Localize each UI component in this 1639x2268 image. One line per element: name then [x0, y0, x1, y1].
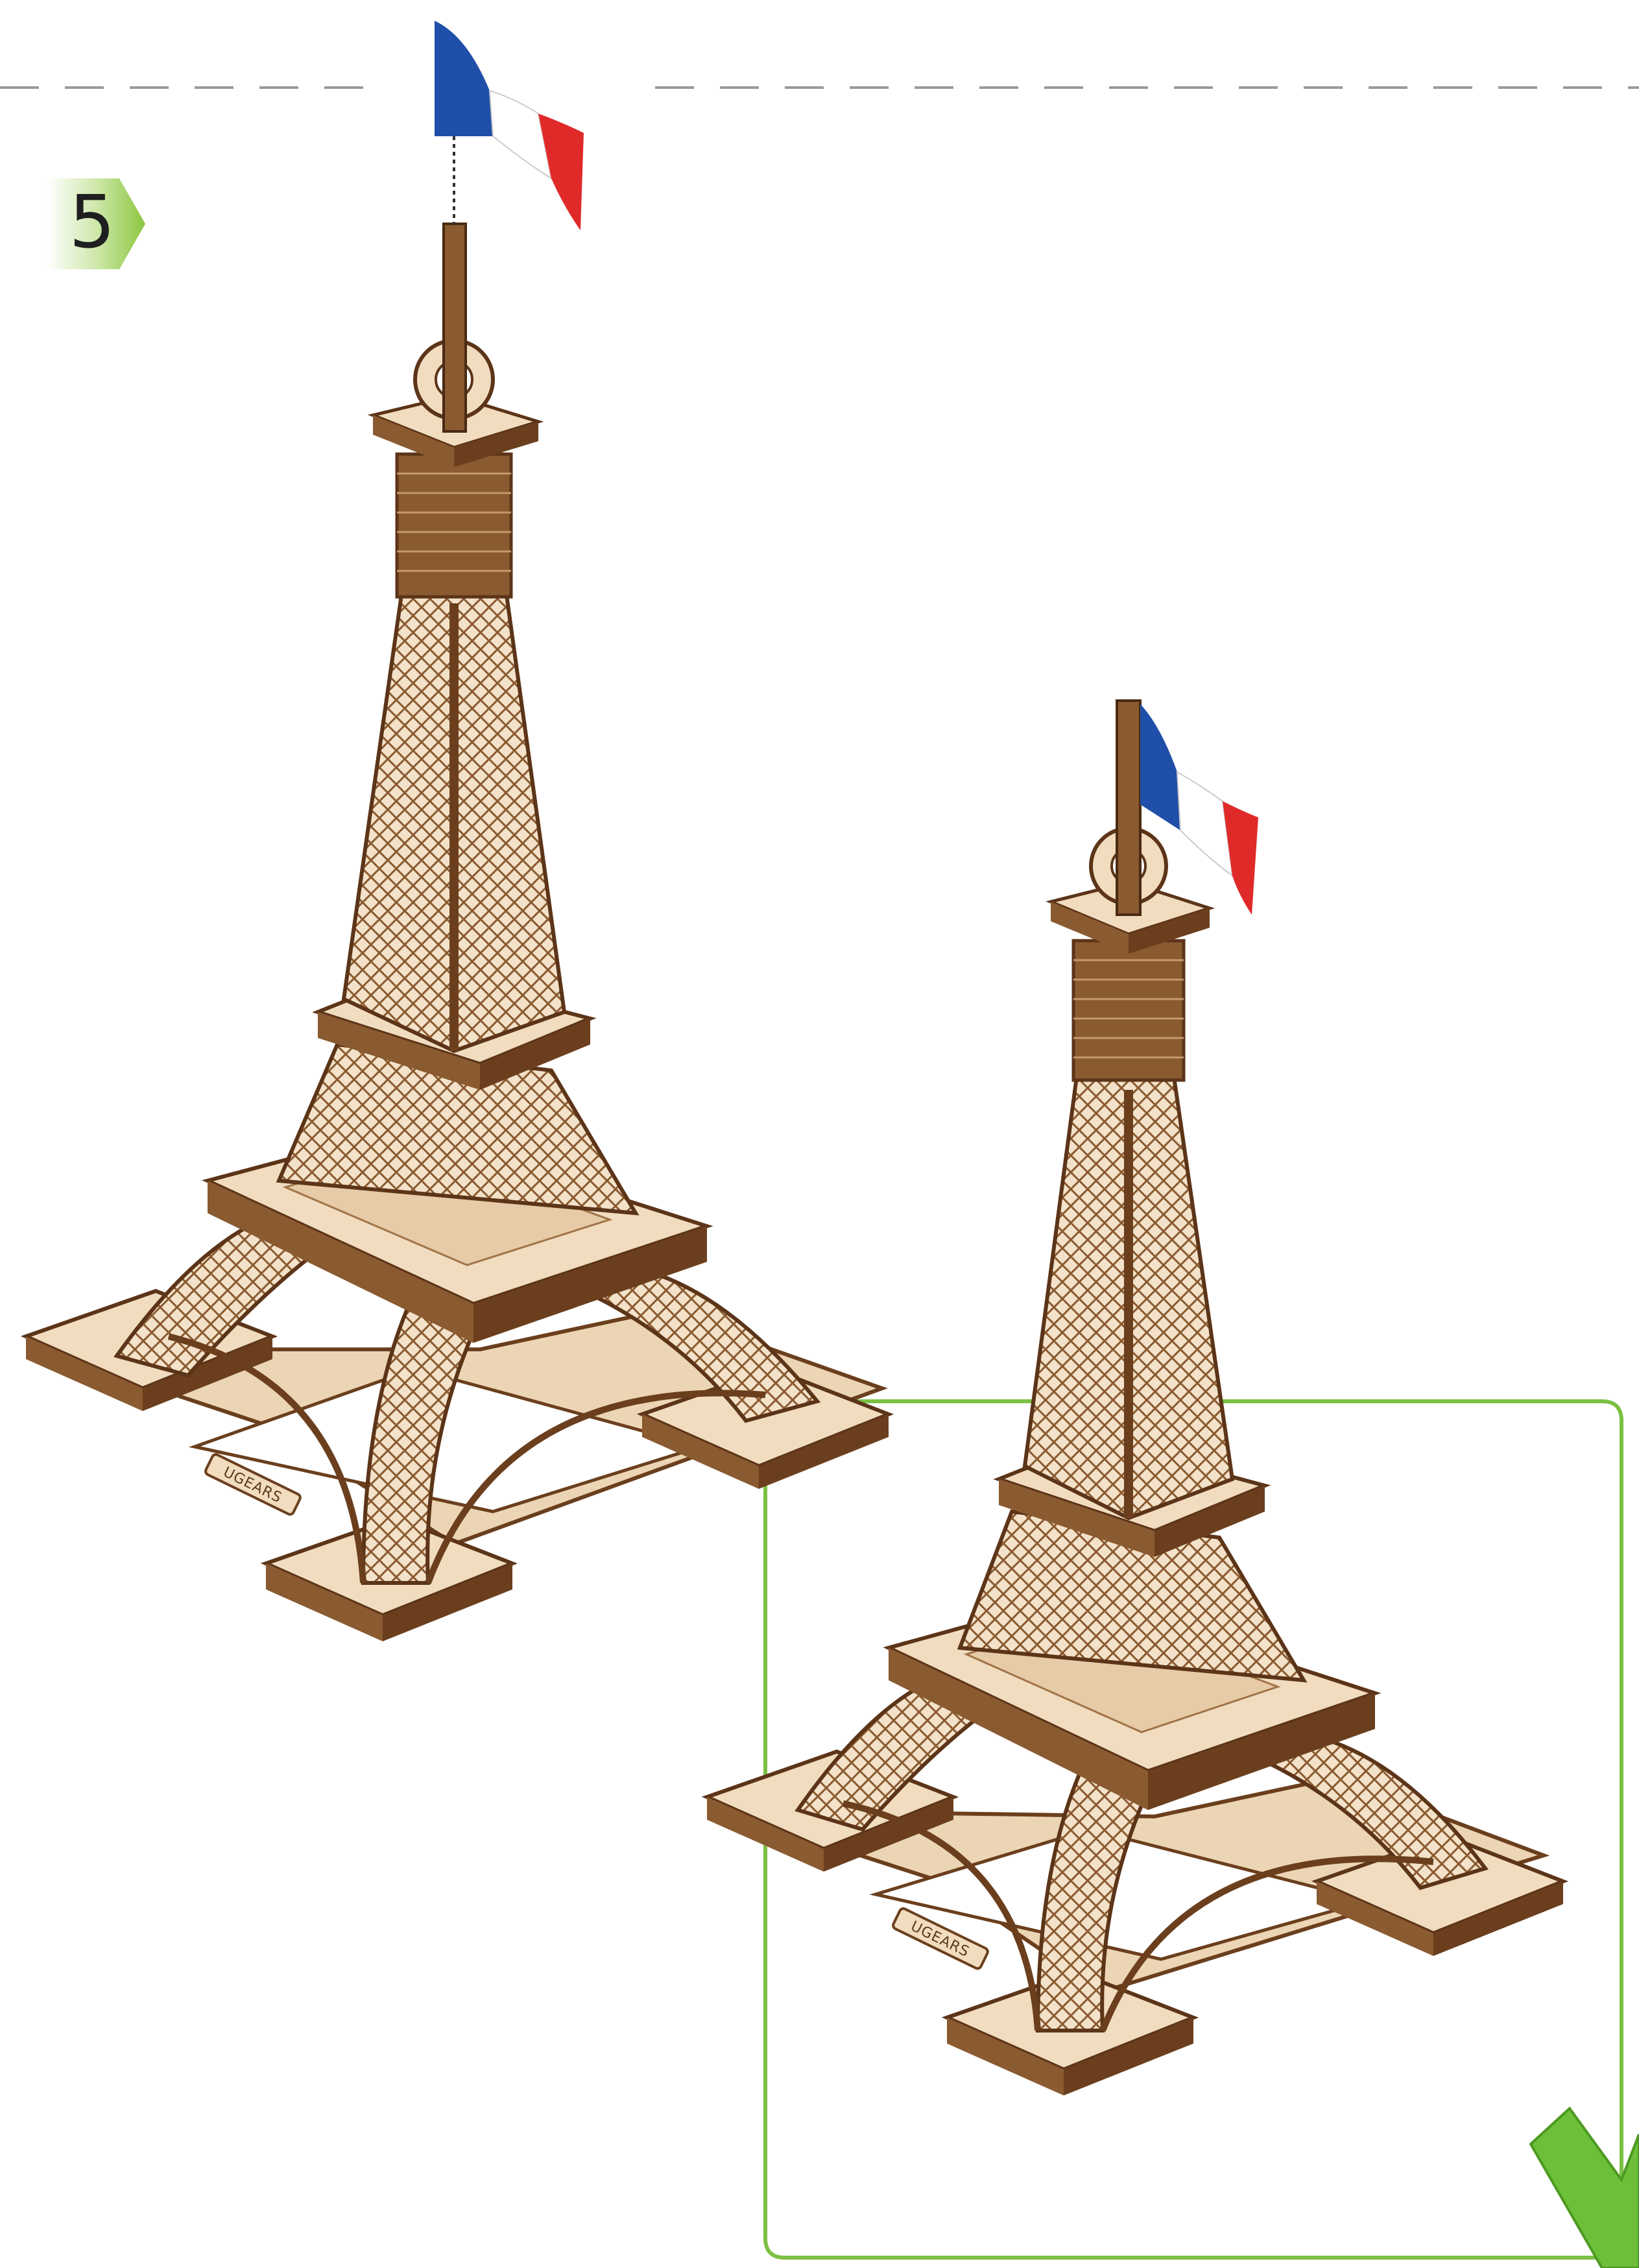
french-flag: [435, 21, 584, 230]
step-number: 5: [58, 182, 126, 263]
step-badge-icon: 5: [47, 178, 145, 269]
eiffel-tower-model: UGEARS: [26, 224, 889, 1641]
